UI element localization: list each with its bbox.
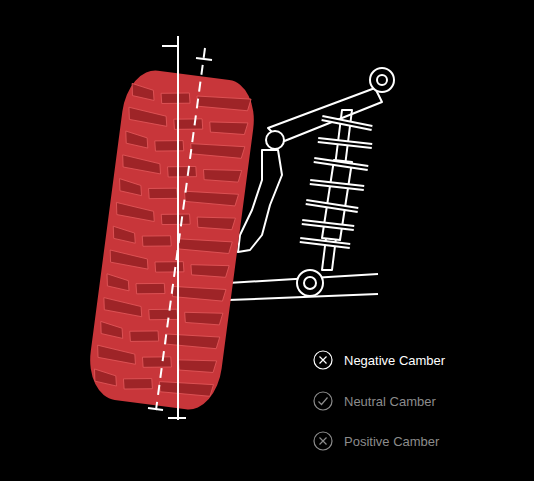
- tread-row: [108, 250, 229, 282]
- camber-reference: [148, 36, 212, 420]
- vertical-line: [177, 36, 179, 420]
- tread-row: [114, 202, 235, 234]
- tread-block: [122, 375, 154, 393]
- tread-row: [124, 131, 245, 163]
- tread-block: [147, 185, 179, 203]
- coil-spring-inner: [300, 118, 372, 246]
- tread-row: [96, 345, 217, 377]
- tread-row: [102, 298, 223, 330]
- tread-block: [130, 83, 156, 100]
- tread-block: [108, 250, 149, 269]
- camber-line: [156, 48, 205, 410]
- tread-block: [105, 274, 131, 291]
- tread-row: [121, 155, 242, 187]
- legend-item: Positive Camber: [312, 430, 439, 452]
- tread-block: [208, 118, 248, 137]
- legend-icon: [312, 430, 334, 452]
- tick: [168, 417, 186, 419]
- tread-block: [102, 298, 143, 317]
- suspension: [228, 68, 394, 300]
- tread-block: [177, 356, 217, 375]
- tread-block: [124, 131, 150, 148]
- tread-block: [160, 89, 192, 107]
- tick: [196, 58, 212, 60]
- tread-block: [189, 140, 244, 161]
- tire: [85, 67, 259, 413]
- top-mount-eye: [370, 68, 394, 92]
- check-icon: [319, 398, 328, 405]
- cross-icon: [320, 438, 327, 445]
- tread-block: [166, 163, 198, 181]
- tread-block: [135, 280, 167, 298]
- tread-row: [127, 107, 248, 139]
- icon-circle: [314, 392, 332, 410]
- tread-block: [196, 213, 236, 232]
- upper-arm: [268, 88, 382, 142]
- tread-block: [154, 258, 186, 276]
- tread-row: [99, 321, 220, 353]
- tread-block: [121, 155, 162, 174]
- cross-icon: [320, 357, 327, 364]
- tread-row: [92, 369, 213, 401]
- bottom-mount-eye: [304, 277, 316, 289]
- tread-block: [99, 321, 125, 338]
- tread-block: [177, 235, 232, 256]
- coil-spring: [300, 118, 372, 246]
- tread-row: [130, 83, 251, 115]
- legend-item: Neutral Camber: [312, 390, 436, 412]
- tread-block: [202, 166, 242, 185]
- tire-tread: [92, 83, 251, 400]
- ball-joint: [266, 131, 284, 149]
- tread-block: [153, 137, 185, 155]
- tread-row: [105, 274, 226, 306]
- tread-block: [141, 232, 173, 250]
- tread-block: [141, 353, 173, 371]
- tread-block: [111, 226, 137, 243]
- tread-block: [183, 187, 238, 208]
- legend-icon: [312, 349, 334, 371]
- tread-block: [164, 330, 219, 351]
- legend-icon: [312, 390, 334, 412]
- tread-block: [147, 306, 179, 324]
- icon-circle: [314, 432, 332, 450]
- bottom-mount-eye: [297, 270, 323, 296]
- tire-body: [85, 67, 259, 413]
- tick: [148, 408, 163, 410]
- icon-circle: [314, 351, 332, 369]
- tread-block: [115, 202, 156, 221]
- tread-block: [160, 210, 192, 228]
- legend-label: Negative Camber: [344, 353, 445, 368]
- tread-block: [196, 92, 251, 113]
- tread-block: [128, 327, 160, 345]
- tread-block: [93, 369, 119, 386]
- tread-block: [118, 179, 144, 196]
- legend-label: Neutral Camber: [344, 394, 436, 409]
- top-mount-eye: [377, 75, 387, 85]
- tick: [162, 45, 178, 47]
- tread-block: [96, 345, 137, 364]
- tread-block: [127, 107, 168, 126]
- tread-block: [190, 261, 230, 280]
- legend-item: Negative Camber: [312, 349, 445, 371]
- tread-row: [111, 226, 232, 258]
- legend-label: Positive Camber: [344, 434, 439, 449]
- tread-block: [183, 308, 223, 327]
- tread-block: [158, 378, 213, 399]
